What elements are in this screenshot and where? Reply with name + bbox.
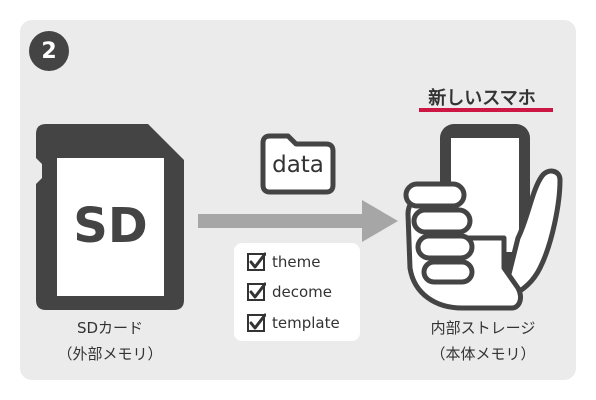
checklist-item-label: decome (272, 283, 333, 301)
checkbox-checked-icon (247, 282, 266, 301)
checklist-item-label: template (272, 314, 340, 332)
title-underline (419, 108, 553, 112)
new-phone-title: 新しいスマホ (428, 88, 536, 109)
folder-icon (260, 133, 336, 195)
sd-card-icon (36, 124, 184, 310)
folder-label: data (272, 152, 324, 178)
checklist-item-decome: decome (246, 280, 332, 304)
checklist-box: theme decome template (234, 243, 360, 341)
checkbox-checked-icon (247, 313, 266, 332)
hand-holding-phone-icon (403, 124, 563, 311)
sd-card-caption-line1: SDカード (76, 319, 144, 337)
checklist-item-template: template (246, 311, 340, 335)
internal-storage-caption-line1: 内部ストレージ (430, 319, 536, 337)
internal-storage-caption: 内部ストレージ （本体メモリ） (408, 315, 558, 367)
internal-storage-caption-line2: （本体メモリ） (430, 345, 536, 363)
sd-card-label: SD (73, 198, 148, 254)
transfer-arrow (198, 200, 398, 242)
sd-card-caption: SDカード （外部メモリ） (40, 315, 180, 367)
sd-card-caption-line2: （外部メモリ） (57, 345, 163, 363)
step-number-badge: 2 (29, 31, 69, 71)
checklist-item-theme: theme (246, 250, 320, 274)
checkbox-checked-icon (247, 252, 266, 271)
checklist-item-label: theme (272, 253, 321, 271)
